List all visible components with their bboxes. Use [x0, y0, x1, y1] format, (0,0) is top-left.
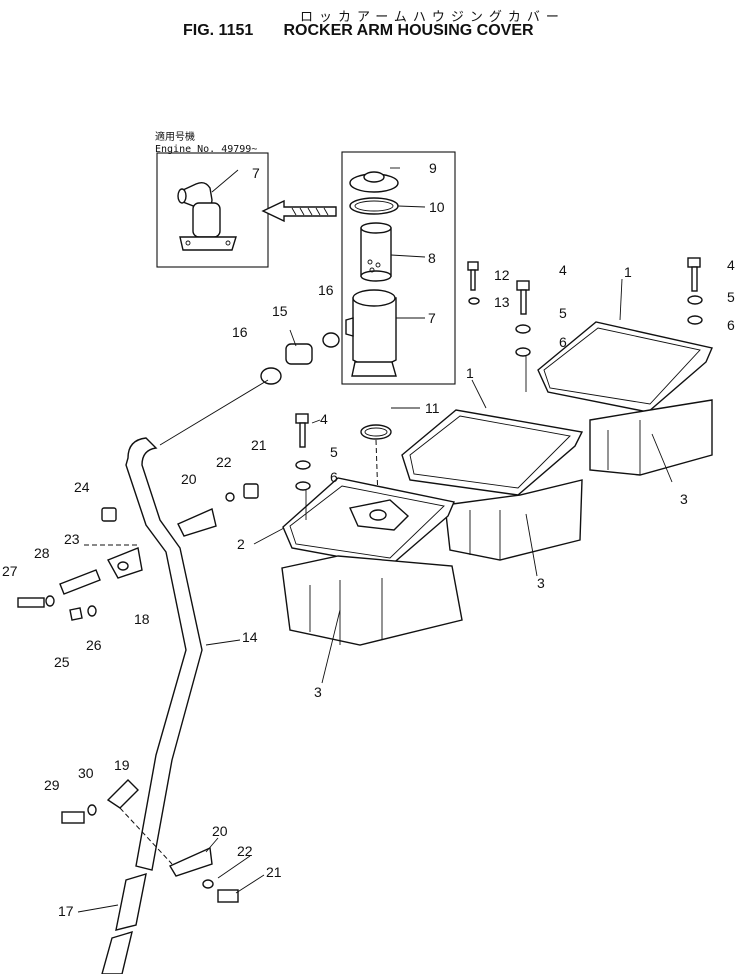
lower-clamp-set — [61, 779, 239, 903]
part-label-6-left: 6 — [330, 469, 338, 485]
part-label-17: 17 — [58, 903, 74, 919]
bolt-set-left — [295, 413, 321, 491]
part-label-25: 25 — [54, 654, 70, 670]
bolt-set-middle — [515, 280, 531, 357]
part-label-21-bottom: 21 — [266, 864, 282, 880]
hose-clamp-and-hose — [260, 329, 340, 385]
part-label-18: 18 — [134, 611, 150, 627]
part-number-labels: 9 10 8 7 7 11 12 13 4 5 6 1 4 5 6 1 16 1… — [2, 160, 735, 919]
part-label-6-right: 6 — [727, 317, 735, 333]
part-label-26: 26 — [86, 637, 102, 653]
rocker-cover-middle — [401, 409, 584, 561]
engine-serial-label: Engine No. 49799~ — [155, 144, 258, 155]
part-label-9: 9 — [429, 160, 437, 176]
rocker-cover-left — [281, 477, 463, 646]
part-label-7: 7 — [428, 310, 436, 326]
lower-hose — [101, 872, 147, 974]
bolt-12 — [467, 261, 480, 305]
japanese-title: ロッカアームハウジングカバー — [300, 10, 565, 25]
part-label-14: 14 — [242, 629, 258, 645]
part-label-20-bottom: 20 — [212, 823, 228, 839]
breather-assembly-box — [341, 151, 456, 385]
part-label-5-middle: 5 — [559, 305, 567, 321]
part-label-3-right: 3 — [680, 491, 688, 507]
part-label-4-right: 4 — [727, 257, 735, 273]
part-label-2: 2 — [237, 536, 245, 552]
applicable-models-label: 適用号機 — [155, 132, 195, 143]
part-label-11: 11 — [425, 400, 440, 416]
part-label-5-right: 5 — [727, 289, 735, 305]
upper-clamp-set — [17, 483, 259, 621]
part-label-27: 27 — [2, 563, 18, 579]
part-label-12: 12 — [494, 267, 510, 283]
part-label-24: 24 — [74, 479, 90, 495]
part-label-20-top: 20 — [181, 471, 197, 487]
leader-lines — [77, 278, 673, 913]
part-label-23: 23 — [64, 531, 80, 547]
figure-title: ROCKER ARM HOUSING COVER — [283, 22, 534, 39]
drawing-header: ロッカアームハウジングカバー FIG. 1151 ROCKER ARM HOUS… — [0, 0, 738, 48]
part-label-10: 10 — [429, 199, 445, 215]
part-label-4-left: 4 — [320, 411, 328, 427]
figure-number: FIG. 1151 — [183, 22, 254, 39]
part-label-16-top: 16 — [318, 282, 334, 298]
part-label-3-left: 3 — [314, 684, 322, 700]
bolt-set-right — [687, 257, 703, 325]
inset-box — [156, 152, 269, 268]
part-label-15: 15 — [272, 303, 288, 319]
part-label-16-left: 16 — [232, 324, 248, 340]
part-label-13: 13 — [494, 294, 510, 310]
part-label-1-middle: 1 — [466, 365, 474, 381]
part-label-1-right: 1 — [624, 264, 632, 280]
rocker-cover-right — [537, 321, 713, 476]
part-label-22-bottom: 22 — [237, 843, 253, 859]
inset-part-label-7: 7 — [252, 165, 260, 181]
figure-title-line: FIG. 1151 ROCKER ARM HOUSING COVER — [183, 22, 534, 40]
inset-arrow — [261, 199, 337, 223]
part-label-22-top: 22 — [216, 454, 232, 470]
breather-tube — [125, 379, 269, 871]
inset-applicability-note: 適用号機 Engine No. 49799~ — [155, 132, 257, 156]
part-label-29: 29 — [44, 777, 60, 793]
part-label-8: 8 — [428, 250, 436, 266]
part-label-21-top: 21 — [251, 437, 267, 453]
part-label-5-left: 5 — [330, 444, 338, 460]
part-label-4-middle: 4 — [559, 262, 567, 278]
part-label-6-middle: 6 — [559, 334, 567, 350]
part-label-3-middle: 3 — [537, 575, 545, 591]
part-label-19: 19 — [114, 757, 130, 773]
part-label-28: 28 — [34, 545, 50, 561]
part-label-30: 30 — [78, 765, 94, 781]
